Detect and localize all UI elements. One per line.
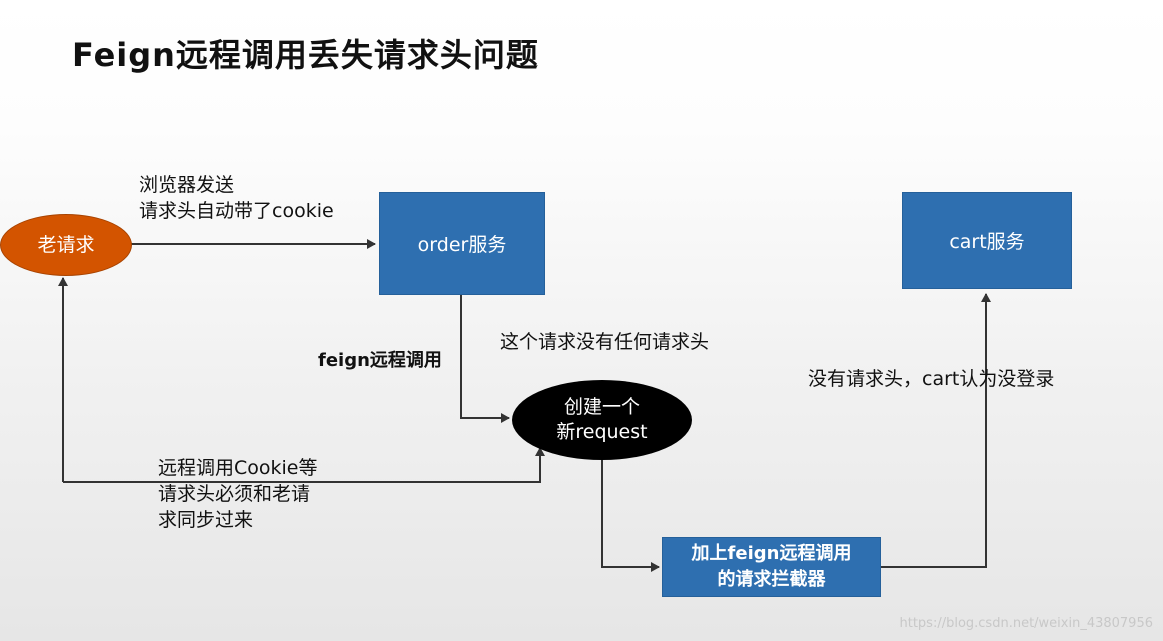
interceptor-line-1: 加上feign远程调用 <box>691 543 852 564</box>
interceptor-line-2: 的请求拦截器 <box>717 569 826 590</box>
old-request-label: 老请求 <box>37 233 95 256</box>
order-service-box: order服务 <box>379 192 545 295</box>
new-request-line-1: 创建一个 <box>563 396 640 418</box>
sync-cookie-line-3: 求同步过来 <box>158 509 254 531</box>
cart-service-box: cart服务 <box>902 192 1072 289</box>
cart-no-headers-label: 没有请求头，cart认为没登录 <box>808 368 1055 390</box>
new-request-node: 创建一个 新request <box>512 380 692 460</box>
browser-send-label: 浏览器发送 请求头自动带了cookie <box>139 172 334 224</box>
new-request-line-2: 新request <box>556 421 648 443</box>
sync-cookie-label: 远程调用Cookie等 请求头必须和老请 求同步过来 <box>158 455 318 533</box>
browser-send-line-1: 浏览器发送 <box>139 174 235 196</box>
feign-call-label: feign远程调用 <box>318 350 442 371</box>
watermark: https://blog.csdn.net/weixin_43807956 <box>899 616 1153 631</box>
arrow-interceptor-to-cart <box>881 293 991 568</box>
sync-cookie-line-2: 请求头必须和老请 <box>158 483 311 505</box>
page-title: Feign远程调用丢失请求头问题 <box>72 36 539 74</box>
interceptor-box: 加上feign远程调用 的请求拦截器 <box>662 537 881 597</box>
browser-send-line-2: 请求头自动带了cookie <box>139 200 334 222</box>
order-service-label: order服务 <box>417 234 507 256</box>
arrow-sync-to-new-request <box>63 447 545 483</box>
old-request-node: 老请求 <box>0 214 132 276</box>
no-headers-label: 这个请求没有任何请求头 <box>500 331 710 353</box>
sync-cookie-line-1: 远程调用Cookie等 <box>158 457 318 479</box>
cart-service-label: cart服务 <box>949 231 1025 253</box>
arrow-order-to-new-request <box>460 295 510 423</box>
arrow-new-request-to-interceptor <box>601 460 660 572</box>
